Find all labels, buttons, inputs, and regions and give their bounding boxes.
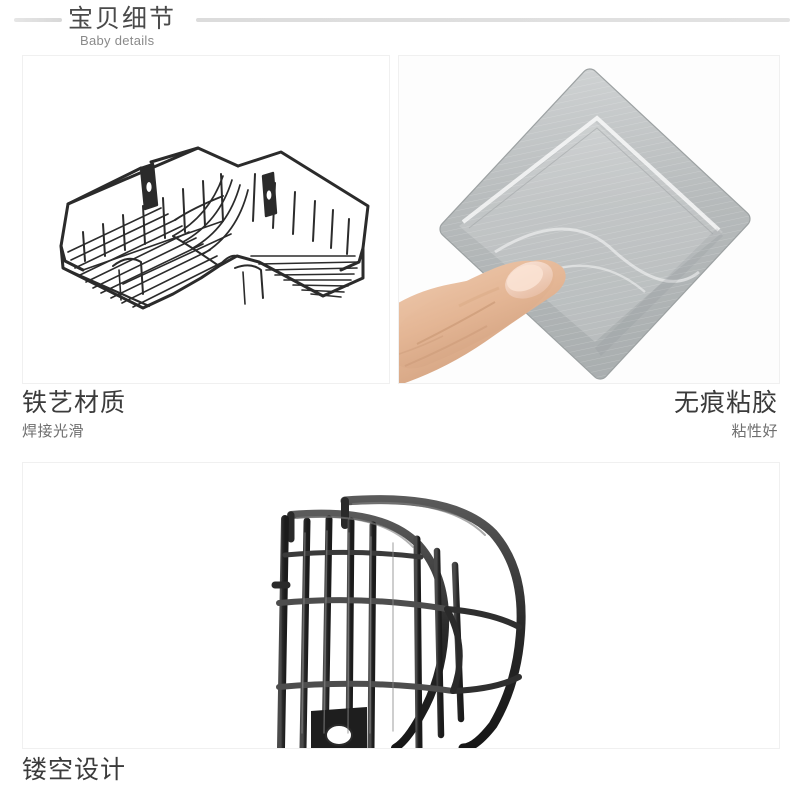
- caption-title: 铁艺材质: [22, 389, 127, 417]
- page-title-en: Baby details: [80, 33, 155, 48]
- product-image-panel-iron-material[interactable]: [22, 55, 390, 384]
- caption-title: 无痕粘胶: [673, 389, 778, 417]
- wire-rack-closeup-image: [23, 463, 779, 748]
- product-image-panel-adhesive[interactable]: [398, 55, 780, 384]
- caption-title: 镂空设计: [22, 756, 127, 784]
- caption-iron-material: 铁艺材质 焊接光滑: [22, 388, 126, 442]
- caption-subtitle: 粘性好: [731, 423, 778, 440]
- wire-corner-shelf-image: [23, 56, 389, 383]
- caption-hollow-design: 镂空设计: [22, 755, 126, 785]
- section-header: 宝贝细节 Baby details: [0, 0, 800, 50]
- caption-subtitle: 焊接光滑: [22, 423, 85, 440]
- page-title-cn: 宝贝细节: [68, 5, 177, 33]
- header-rule-right-icon: [196, 18, 790, 22]
- header-rule-left-icon: [14, 18, 62, 22]
- adhesive-patch-image: [399, 56, 779, 383]
- caption-adhesive: 无痕粘胶 粘性好: [674, 388, 778, 442]
- product-image-panel-hollow-design[interactable]: [22, 462, 780, 749]
